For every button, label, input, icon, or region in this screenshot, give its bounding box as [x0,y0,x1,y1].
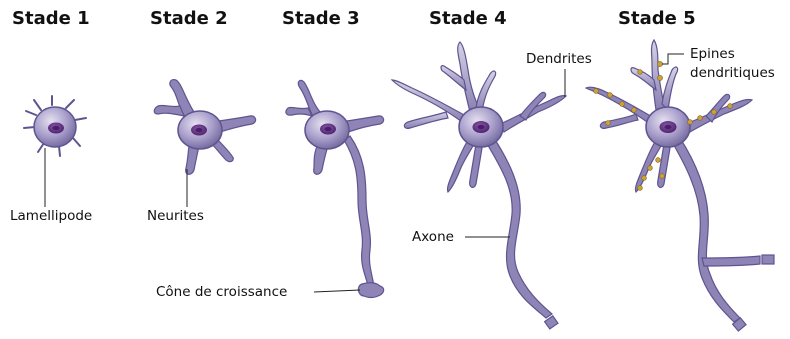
label-cone-de-croissance: Cône de croissance [156,284,287,301]
label-lamellipode: Lamellipode [10,208,92,225]
stage-1-cell [24,96,86,156]
stage-4-cell [392,42,566,329]
stage-2-cell [154,80,255,175]
label-dendrites: Dendrites [526,51,592,68]
label-epines-line1: Epines [690,46,735,63]
stage-5-cell [586,40,774,331]
label-epines-line2: dendritiques [690,65,775,82]
label-axone: Axone [412,229,454,246]
stage-3-cell [286,80,384,297]
label-neurites: Neurites [147,208,204,225]
